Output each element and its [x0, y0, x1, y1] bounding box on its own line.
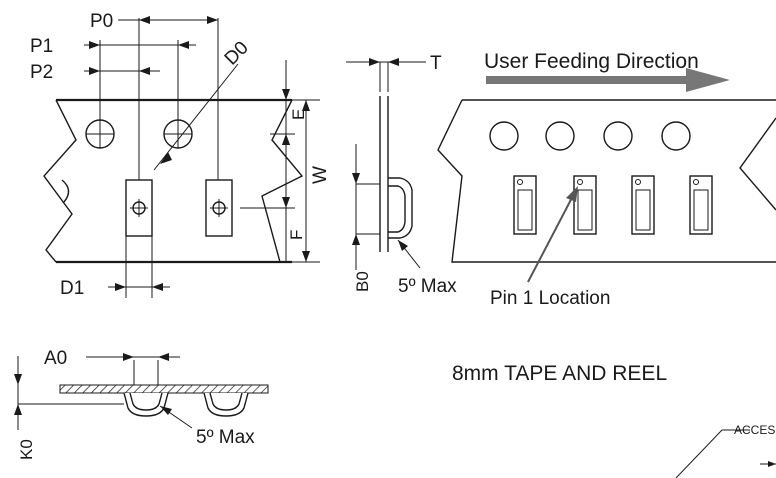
feed-direction-label: User Feeding Direction	[484, 50, 699, 73]
b0-label: B0	[353, 271, 372, 292]
diagram-title: 8mm TAPE AND REEL	[452, 362, 667, 385]
tape-cross-section: A0 K0 5º Max	[14, 348, 269, 460]
k0-label: K0	[17, 439, 36, 460]
feeding-tape-view: User Feeding Direction Pin 1 Location	[437, 50, 776, 309]
d1-label: D1	[60, 278, 84, 299]
tape-side-view: T B0 5º Max	[346, 53, 457, 297]
e-label: E	[289, 109, 308, 120]
tape-top-view: P0 P1 P2 D0 D1 E W F	[30, 11, 331, 299]
w-label: W	[310, 166, 331, 184]
access-label: ACCES	[734, 423, 775, 437]
reel-corner: ACCES	[675, 423, 776, 478]
pin1-location-label: Pin 1 Location	[490, 288, 610, 309]
d0-label: D0	[221, 38, 253, 70]
p2-label: P2	[30, 62, 53, 83]
t-label: T	[430, 53, 442, 74]
f-label: F	[287, 230, 306, 240]
side-max-angle: 5º Max	[398, 276, 457, 297]
a0-label: A0	[44, 348, 67, 369]
bottom-max-angle: 5º Max	[196, 427, 255, 448]
p1-label: P1	[30, 36, 53, 57]
p0-label: P0	[90, 11, 113, 32]
